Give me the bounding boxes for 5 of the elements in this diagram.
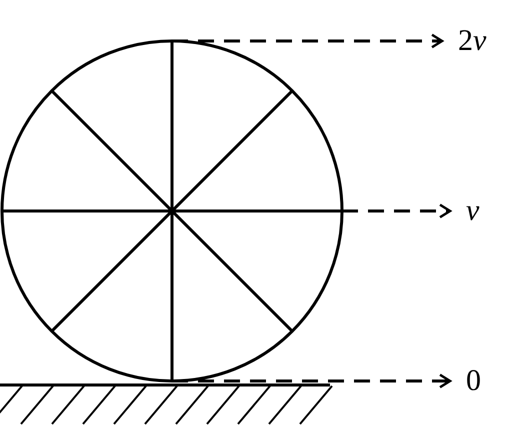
dashed-arrow bbox=[342, 204, 452, 218]
velocity-label: v bbox=[466, 194, 480, 228]
wheel-drawing bbox=[0, 39, 344, 383]
velocity-label: 0 bbox=[466, 364, 481, 398]
velocity-label: 2v bbox=[458, 24, 486, 58]
